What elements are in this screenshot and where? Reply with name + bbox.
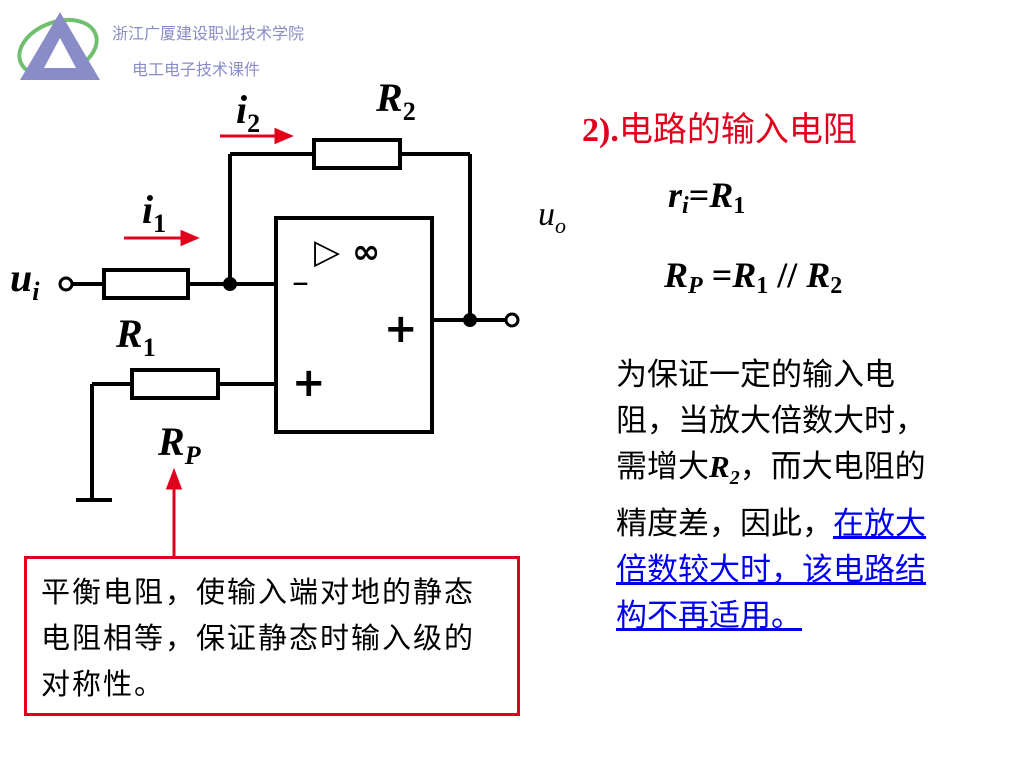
label-uo: uo — [538, 196, 566, 238]
opamp-noninverting-sign: + — [292, 360, 326, 406]
opamp-gain-symbol: ▷ ∞ — [314, 232, 381, 272]
opamp-inverting-sign: – — [292, 262, 309, 302]
school-name: 浙江广厦建设职业技术学院 — [112, 24, 305, 43]
junction-out — [463, 313, 477, 327]
label-r2: R2 — [376, 75, 416, 126]
uo-terminal — [504, 312, 520, 328]
opamp-body — [274, 216, 434, 434]
conclusion-link[interactable]: 在放大倍数较大时，该电路结构不再适用。 — [616, 506, 926, 635]
ui-terminal — [58, 276, 74, 292]
label-rp: RP — [158, 419, 201, 470]
label-r1: R1 — [116, 311, 156, 362]
label-ui: ui — [10, 255, 40, 306]
balance-resistor-note: 平衡电阻，使输入端对地的静态电阻相等，保证静态时输入级的对称性。 — [24, 556, 520, 716]
course-name: 电工电子技术课件 — [132, 60, 261, 79]
resistor-r1 — [102, 268, 190, 300]
explanation-text: 为保证一定的输入电阻，当放大倍数大时，需增大R2，而大电阻的精度差，因此，在放大… — [616, 357, 926, 635]
resistor-r2 — [312, 138, 402, 170]
formula-input-resistance: ri=R1 — [668, 175, 746, 219]
label-i1: i1 — [142, 187, 167, 238]
title-prefix: 2). — [582, 112, 619, 149]
title-text: 电路的输入电阻 — [618, 110, 857, 150]
slide-title: 2).电路的输入电阻 — [582, 108, 942, 153]
formula-balance-resistance: RP =R1 // R2 — [664, 255, 843, 299]
label-i2: i2 — [236, 87, 261, 138]
opamp-output-sign: + — [384, 306, 418, 352]
resistor-rp — [130, 368, 220, 400]
junction-inv — [223, 277, 237, 291]
school-logo — [17, 12, 100, 80]
